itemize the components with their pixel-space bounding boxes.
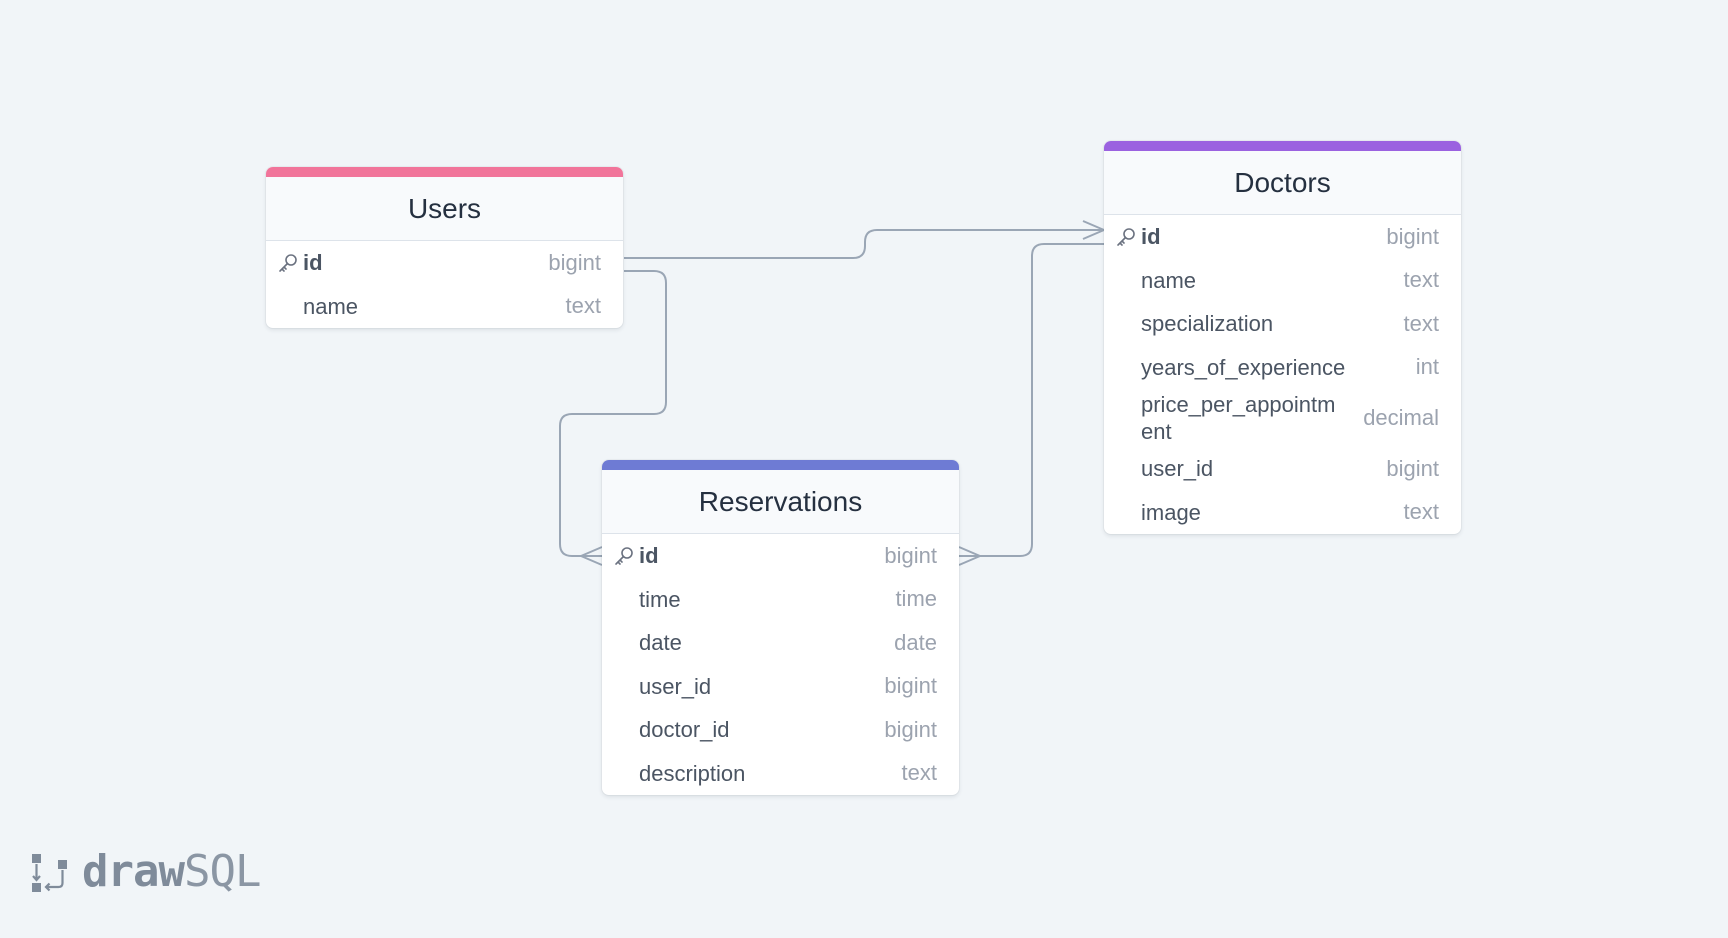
column-row[interactable]: user_id bigint — [602, 665, 959, 709]
column-name: id — [639, 543, 659, 569]
column-type: bigint — [884, 542, 937, 568]
table-title[interactable]: Doctors — [1104, 151, 1461, 215]
brand-wordmark: drawSQL — [82, 846, 261, 897]
column-type: bigint — [548, 249, 601, 275]
table-title[interactable]: Users — [266, 177, 623, 241]
column-type: bigint — [884, 716, 937, 742]
table-title[interactable]: Reservations — [602, 470, 959, 534]
column-row[interactable]: id bigint — [1104, 215, 1461, 259]
table-reservations[interactable]: Reservations id bigint time time date da… — [602, 460, 959, 795]
column-row[interactable]: id bigint — [602, 534, 959, 578]
table-users[interactable]: Users id bigint name text — [266, 167, 623, 328]
column-row[interactable]: time time — [602, 578, 959, 622]
connector-users-reservations[interactable] — [559, 270, 667, 557]
column-type: text — [901, 760, 937, 786]
column-type: bigint — [1386, 455, 1439, 481]
crowfoot-reservations-id-right-icon — [958, 546, 981, 566]
drawsql-logo-icon — [32, 854, 67, 892]
column-name: time — [639, 586, 681, 612]
column-type: text — [1403, 310, 1439, 336]
table-color-bar — [266, 167, 623, 177]
column-type: text — [1403, 499, 1439, 525]
table-doctors[interactable]: Doctors id bigint name text specializati… — [1104, 141, 1461, 534]
crowfoot-reservations-id-left-icon — [580, 546, 603, 566]
key-icon — [615, 546, 633, 565]
column-row[interactable]: id bigint — [266, 241, 623, 285]
connector-doctors-reservations[interactable] — [959, 243, 1104, 557]
column-type: bigint — [884, 673, 937, 699]
column-name: years_of_experience — [1141, 354, 1346, 380]
column-name: name — [303, 293, 359, 319]
column-name: user_id — [639, 673, 712, 699]
brand-wordmark-sql: SQL — [183, 846, 261, 897]
column-name: price_per_appointm ent — [1141, 392, 1336, 444]
brand-wordmark-draw: draw — [82, 846, 185, 897]
column-row[interactable]: image text — [1104, 491, 1461, 535]
column-type: time — [895, 586, 937, 612]
connector-users-doctors[interactable] — [624, 229, 1104, 259]
table-color-bar — [602, 460, 959, 470]
column-type: int — [1415, 354, 1439, 380]
column-name: doctor_id — [639, 717, 730, 743]
column-row[interactable]: years_of_experience int — [1104, 346, 1461, 390]
column-type: bigint — [1386, 223, 1439, 249]
column-type: text — [1403, 267, 1439, 293]
column-name: specialization — [1141, 311, 1274, 337]
column-name: user_id — [1141, 456, 1214, 482]
column-type: text — [565, 293, 601, 319]
key-icon — [1117, 227, 1135, 246]
column-type: decimal — [1363, 405, 1439, 430]
column-name: name — [1141, 267, 1197, 293]
brand-logo[interactable]: drawSQL — [30, 846, 261, 897]
column-name: image — [1141, 499, 1201, 525]
column-row[interactable]: user_id bigint — [1104, 447, 1461, 491]
column-row[interactable]: name text — [266, 285, 623, 329]
key-icon — [279, 253, 297, 272]
table-color-bar — [1104, 141, 1461, 151]
column-row[interactable]: price_per_appointm ent decimal — [1104, 389, 1461, 447]
column-name: id — [1141, 224, 1161, 250]
column-name: date — [639, 630, 682, 656]
column-name: id — [303, 250, 323, 276]
crowfoot-doctors-id-icon — [1082, 220, 1105, 240]
column-row[interactable]: name text — [1104, 259, 1461, 303]
column-name: description — [639, 760, 746, 786]
column-row[interactable]: description text — [602, 752, 959, 796]
column-row[interactable]: specialization text — [1104, 302, 1461, 346]
column-row[interactable]: date date — [602, 621, 959, 665]
column-row[interactable]: doctor_id bigint — [602, 708, 959, 752]
column-type: date — [894, 629, 937, 655]
